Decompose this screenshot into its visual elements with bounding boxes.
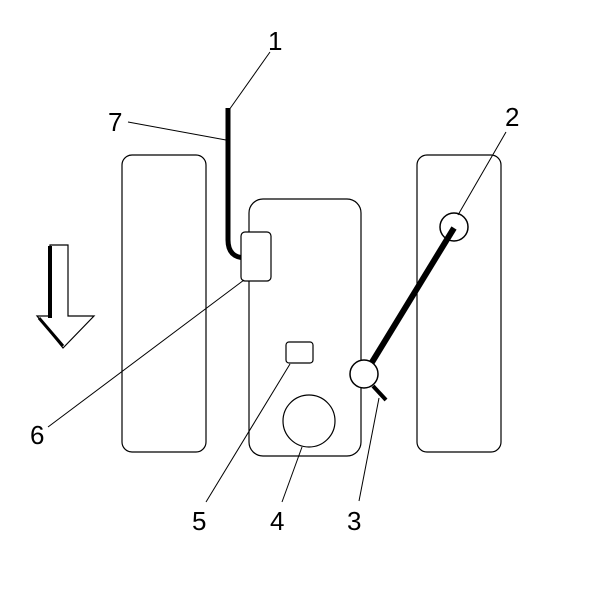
center-panel <box>248 198 362 457</box>
down-arrow-icon <box>35 244 96 349</box>
callout-5: 5 <box>192 506 206 536</box>
leader-line-5 <box>205 363 291 503</box>
leader-lines <box>47 51 507 503</box>
lower-fitting-stub <box>371 384 388 402</box>
round-component <box>282 394 336 448</box>
callout-7: 7 <box>108 107 122 137</box>
leader-line-1 <box>228 51 271 111</box>
leader-line-6 <box>47 279 245 428</box>
rod <box>363 226 457 374</box>
left-panel <box>121 154 207 453</box>
leader-line-3 <box>358 397 380 502</box>
leader-line-2 <box>457 131 507 216</box>
leader-line-7 <box>127 121 227 141</box>
callout-1: 1 <box>268 26 282 56</box>
callout-4: 4 <box>270 506 284 536</box>
leader-line-4 <box>281 446 303 503</box>
right-panel <box>416 154 502 453</box>
small-square-component <box>285 341 314 364</box>
callout-2: 2 <box>505 102 519 132</box>
callout-6: 6 <box>30 420 44 450</box>
upper-fitting <box>439 212 469 242</box>
callout-3: 3 <box>347 506 361 536</box>
connector <box>240 231 272 282</box>
lower-fitting <box>349 359 379 389</box>
